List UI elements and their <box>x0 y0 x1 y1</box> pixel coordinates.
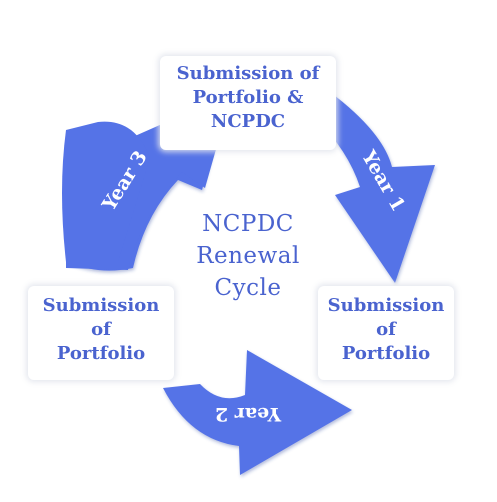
left-node-box <box>28 286 174 380</box>
year-3-arrow-tail <box>62 121 150 263</box>
left-node-line-3: Portfolio <box>56 343 146 364</box>
top-node-line-2: Portfolio & <box>192 87 304 108</box>
left-node-line-1: Submission <box>42 295 160 316</box>
top-node-line-3: NCPDC <box>210 111 286 132</box>
left-node-label: Submission of Portfolio <box>28 294 174 366</box>
year-2-arrow <box>163 350 352 475</box>
left-node-line-2: of <box>91 319 111 340</box>
right-node-label: Submission of Portfolio <box>318 294 454 366</box>
center-line-1: NCPDC <box>202 211 294 237</box>
center-line-3: Cycle <box>214 275 282 301</box>
top-node-line-1: Submission of <box>176 63 320 84</box>
year-1-arrow <box>303 92 435 283</box>
top-node-box <box>160 56 336 150</box>
right-node-line-3: Portfolio <box>341 343 431 364</box>
center-line-2: Renewal <box>196 243 300 269</box>
right-node-box <box>318 286 454 380</box>
center-title: NCPDC Renewal Cycle <box>178 208 318 304</box>
right-node-line-1: Submission <box>327 295 445 316</box>
year-2-label: Year 2 <box>215 403 282 425</box>
right-node-line-2: of <box>376 319 396 340</box>
top-node-label: Submission of Portfolio & NCPDC <box>160 62 336 134</box>
